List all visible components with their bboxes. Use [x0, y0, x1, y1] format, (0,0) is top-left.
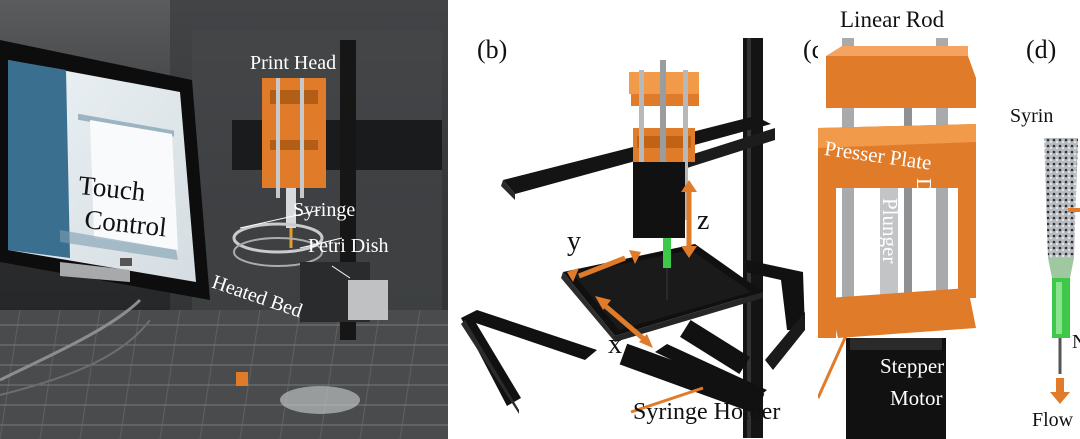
- printer-cad-model: [461, 38, 805, 438]
- panel-d-tag: (d): [1026, 35, 1057, 64]
- plunger-label: Plunger: [878, 198, 902, 264]
- syringe-diagram: [1044, 138, 1080, 404]
- needle-partial-label: N: [1072, 331, 1080, 353]
- panel-b-cad: (b) z y x Syringe Holder: [455, 0, 815, 439]
- flow-partial-label: Flow: [1032, 409, 1074, 431]
- panel-d-syringe: Syrin N Flow: [1004, 78, 1080, 439]
- motor-label: Motor: [890, 386, 943, 410]
- axis-y-label: y: [567, 226, 581, 257]
- syringe-label: Syringe: [293, 199, 356, 221]
- bioprinter-photo: [0, 0, 448, 439]
- stepper-label: Stepper: [880, 354, 945, 378]
- syringe-holder-label: Syringe Holder: [633, 399, 781, 425]
- drive-rod-label: Drive Rod: [912, 178, 936, 267]
- touch-screen-device: [0, 40, 210, 300]
- grid-floor: [0, 309, 448, 439]
- syringe-partial-label: Syrin: [1010, 105, 1054, 127]
- axis-x-label: x: [608, 329, 622, 360]
- print-head-closeup: [818, 38, 976, 439]
- touch-label: Touch: [77, 170, 147, 207]
- panel-b-tag: (b): [477, 35, 508, 64]
- panel-c-closeup: Presser Plate Drive Rod Plunger Stepper …: [818, 38, 976, 439]
- petri-dish-label: Petri Dish: [308, 235, 389, 257]
- axis-z-label: z: [697, 205, 710, 236]
- linear-rod-label: Linear Rod: [840, 7, 945, 32]
- printer-hardware: [232, 40, 442, 340]
- axis-arrows: [567, 180, 697, 348]
- panel-a-photo: Print Head Syringe Petri Dish Heated Bed…: [0, 0, 448, 439]
- cad-print-head: [629, 60, 699, 300]
- print-head-label: Print Head: [250, 52, 337, 74]
